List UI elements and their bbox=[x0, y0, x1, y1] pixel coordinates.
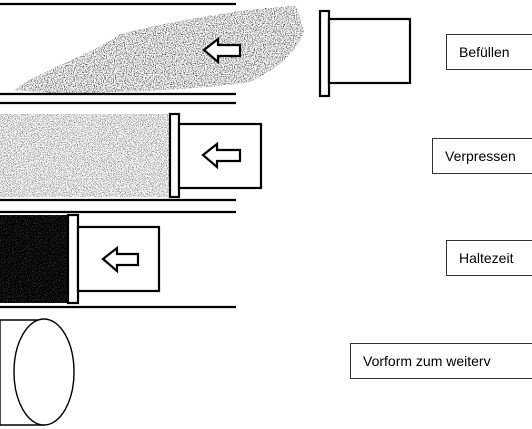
loose-powder bbox=[14, 6, 304, 94]
punch-plate bbox=[66, 213, 80, 305]
dense-preform bbox=[0, 215, 68, 303]
arrow-left-icon bbox=[201, 141, 242, 170]
label-hold: Haltezeit bbox=[446, 240, 532, 276]
arrow-left-icon bbox=[101, 245, 140, 274]
punch-body bbox=[327, 17, 412, 85]
step-compress bbox=[0, 101, 263, 202]
label-compress: Verpressen bbox=[432, 138, 532, 174]
label-fill: Befüllen bbox=[446, 34, 532, 70]
step-hold bbox=[0, 210, 236, 309]
step-fill bbox=[0, 2, 412, 98]
punch-plate bbox=[318, 9, 331, 98]
preform-end-face bbox=[13, 318, 75, 426]
compressed-powder bbox=[0, 114, 170, 197]
step-preform bbox=[0, 318, 75, 426]
arrow-left-icon bbox=[202, 36, 242, 65]
label-preform: Vorform zum weiterv bbox=[350, 343, 532, 379]
punch-plate bbox=[168, 112, 181, 199]
